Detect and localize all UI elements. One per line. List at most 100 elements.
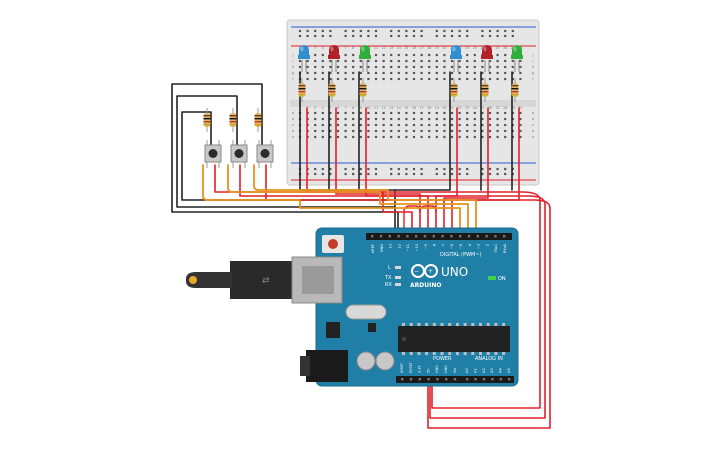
breadboard-hole[interactable] (496, 59, 499, 63)
breadboard-hole[interactable] (511, 65, 514, 69)
breadboard-hole[interactable] (443, 71, 446, 75)
rail-hole[interactable] (420, 172, 423, 176)
breadboard-hole[interactable] (374, 71, 378, 75)
breadboard-hole[interactable] (306, 71, 309, 75)
breadboard-hole[interactable] (359, 123, 362, 127)
rail-hole[interactable] (412, 29, 416, 33)
breadboard-hole[interactable] (428, 117, 431, 121)
breadboard-hole[interactable] (321, 135, 324, 139)
breadboard-hole[interactable] (504, 117, 507, 121)
breadboard-hole[interactable] (359, 71, 362, 75)
breadboard-hole[interactable] (488, 111, 492, 115)
breadboard-hole[interactable] (458, 59, 461, 63)
rail-hole[interactable] (443, 34, 446, 38)
breadboard-hole[interactable] (443, 117, 446, 121)
breadboard-hole[interactable] (458, 65, 461, 69)
breadboard-hole[interactable] (519, 129, 522, 133)
breadboard-hole[interactable] (314, 123, 317, 127)
breadboard-hole[interactable] (321, 123, 324, 127)
breadboard-hole[interactable] (390, 129, 393, 133)
breadboard-hole[interactable] (412, 123, 416, 127)
rail-hole[interactable] (466, 167, 469, 171)
rail-hole[interactable] (397, 172, 400, 176)
breadboard-hole[interactable] (359, 135, 362, 139)
breadboard-hole[interactable] (329, 135, 332, 139)
breadboard-hole[interactable] (352, 117, 355, 121)
breadboard-hole[interactable] (481, 59, 484, 63)
breadboard-hole[interactable] (428, 71, 431, 75)
breadboard-hole[interactable] (435, 123, 438, 127)
breadboard-hole[interactable] (420, 111, 423, 115)
rail-hole[interactable] (496, 167, 499, 171)
header-pin[interactable] (508, 378, 511, 381)
breadboard-hole[interactable] (321, 65, 324, 69)
rail-hole[interactable] (352, 172, 355, 176)
breadboard-hole[interactable] (496, 135, 499, 139)
header-pin[interactable] (459, 235, 462, 238)
breadboard-hole[interactable] (344, 71, 347, 75)
resistor[interactable] (450, 78, 458, 102)
breadboard-hole[interactable] (504, 111, 507, 115)
breadboard-hole[interactable] (481, 111, 484, 115)
breadboard-hole[interactable] (359, 65, 362, 69)
rail-hole[interactable] (450, 167, 454, 171)
breadboard-hole[interactable] (458, 129, 461, 133)
breadboard-hole[interactable] (390, 65, 393, 69)
breadboard-hole[interactable] (435, 71, 438, 75)
breadboard-hole[interactable] (443, 111, 446, 115)
breadboard-hole[interactable] (397, 123, 400, 127)
header-pin[interactable] (466, 378, 469, 381)
breadboard-hole[interactable] (458, 117, 461, 121)
breadboard-hole[interactable] (488, 71, 492, 75)
breadboard-hole[interactable] (481, 135, 484, 139)
breadboard-hole[interactable] (496, 71, 499, 75)
breadboard-hole[interactable] (511, 117, 514, 121)
breadboard-hole[interactable] (466, 111, 469, 115)
breadboard-hole[interactable] (488, 123, 492, 127)
resistor[interactable] (481, 78, 489, 102)
rail-hole[interactable] (352, 29, 355, 33)
breadboard-hole[interactable] (374, 117, 378, 121)
breadboard-hole[interactable] (504, 71, 507, 75)
rail-hole[interactable] (450, 34, 454, 38)
breadboard-hole[interactable] (458, 123, 461, 127)
rail-hole[interactable] (298, 29, 302, 33)
rail-hole[interactable] (321, 29, 324, 33)
breadboard-hole[interactable] (412, 135, 416, 139)
breadboard-hole[interactable] (390, 71, 393, 75)
breadboard-hole[interactable] (420, 65, 423, 69)
breadboard-hole[interactable] (367, 111, 370, 115)
rail-hole[interactable] (504, 34, 507, 38)
breadboard-hole[interactable] (473, 111, 476, 115)
rail-hole[interactable] (443, 167, 446, 171)
breadboard-hole[interactable] (504, 53, 507, 57)
rail-hole[interactable] (390, 172, 393, 176)
breadboard-hole[interactable] (336, 65, 340, 69)
breadboard-hole[interactable] (466, 77, 469, 81)
breadboard-hole[interactable] (397, 77, 400, 81)
header-pin[interactable] (418, 378, 421, 381)
breadboard-hole[interactable] (359, 59, 362, 63)
breadboard-hole[interactable] (504, 65, 507, 69)
header-pin[interactable] (379, 235, 383, 238)
led[interactable] (450, 45, 462, 72)
rail-hole[interactable] (374, 167, 378, 171)
rail-hole[interactable] (344, 34, 347, 38)
breadboard-hole[interactable] (321, 53, 324, 57)
breadboard-hole[interactable] (359, 111, 362, 115)
breadboard-hole[interactable] (473, 123, 476, 127)
breadboard-hole[interactable] (336, 71, 340, 75)
breadboard-hole[interactable] (466, 129, 469, 133)
rail-hole[interactable] (511, 29, 514, 33)
breadboard-hole[interactable] (374, 77, 378, 81)
breadboard-hole[interactable] (496, 123, 499, 127)
breadboard-hole[interactable] (466, 59, 469, 63)
breadboard-hole[interactable] (412, 129, 416, 133)
breadboard-hole[interactable] (450, 71, 454, 75)
rail-hole[interactable] (390, 34, 393, 38)
rail-hole[interactable] (367, 167, 370, 171)
resistor[interactable] (359, 78, 367, 102)
breadboard-hole[interactable] (435, 53, 438, 57)
rail-hole[interactable] (344, 172, 347, 176)
rail-hole[interactable] (397, 167, 400, 171)
